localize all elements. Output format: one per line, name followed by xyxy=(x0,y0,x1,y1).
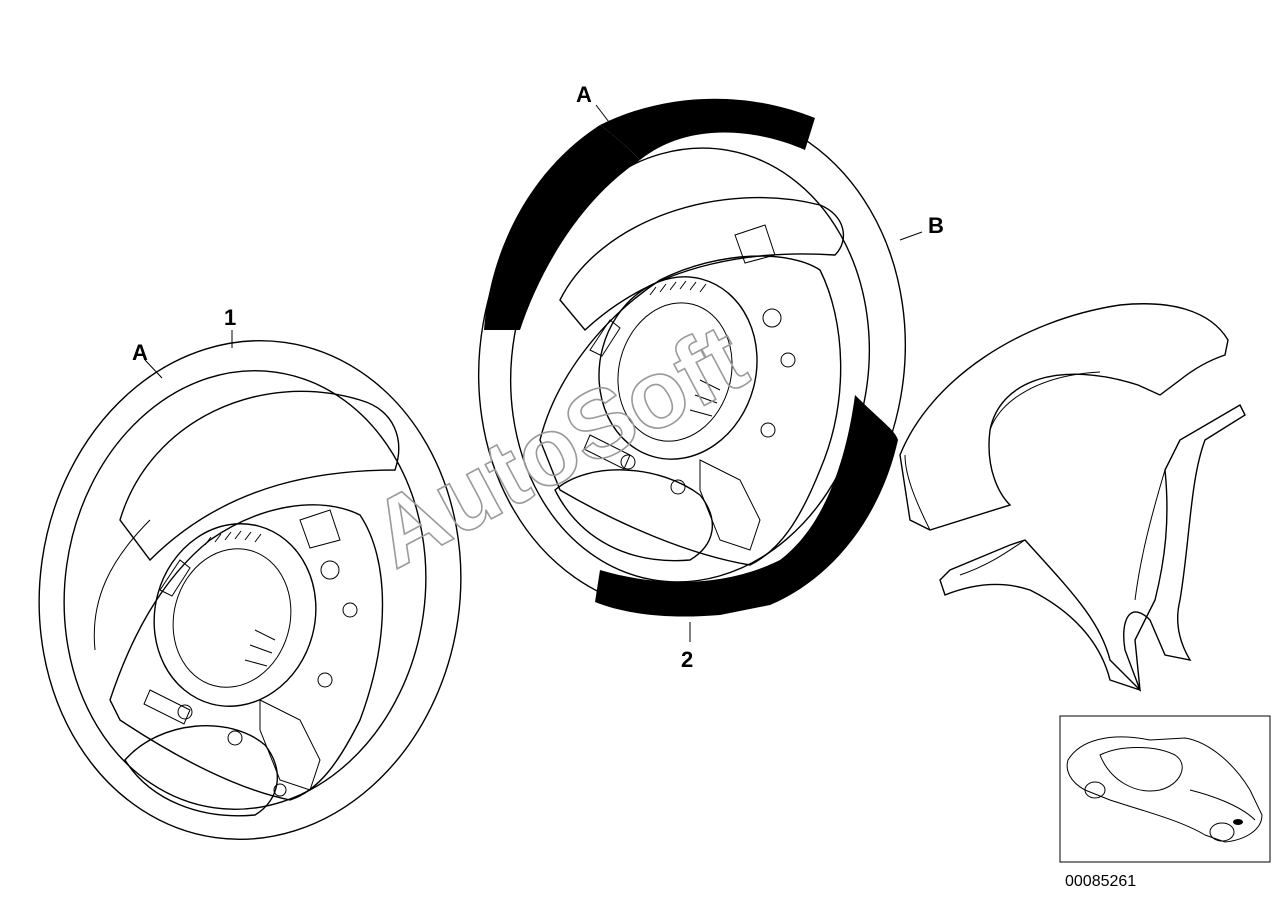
callout-zone-a-wheel-2: A xyxy=(576,82,592,107)
callout-part-1: 1 xyxy=(224,305,236,330)
callout-zone-b-wheel-2: B xyxy=(928,213,944,238)
callout-zone-a-wheel-1: A xyxy=(132,340,148,365)
callout-part-2: 2 xyxy=(681,647,693,672)
watermark-text: AutoSoft xyxy=(355,304,763,589)
wheel-trim-covers xyxy=(899,303,1246,692)
document-number: 00085261 xyxy=(1065,873,1136,890)
vehicle-thumbnail: 00085261 xyxy=(1059,715,1271,890)
steering-wheel-2 xyxy=(477,98,907,617)
steering-wheel-1 xyxy=(38,340,462,840)
